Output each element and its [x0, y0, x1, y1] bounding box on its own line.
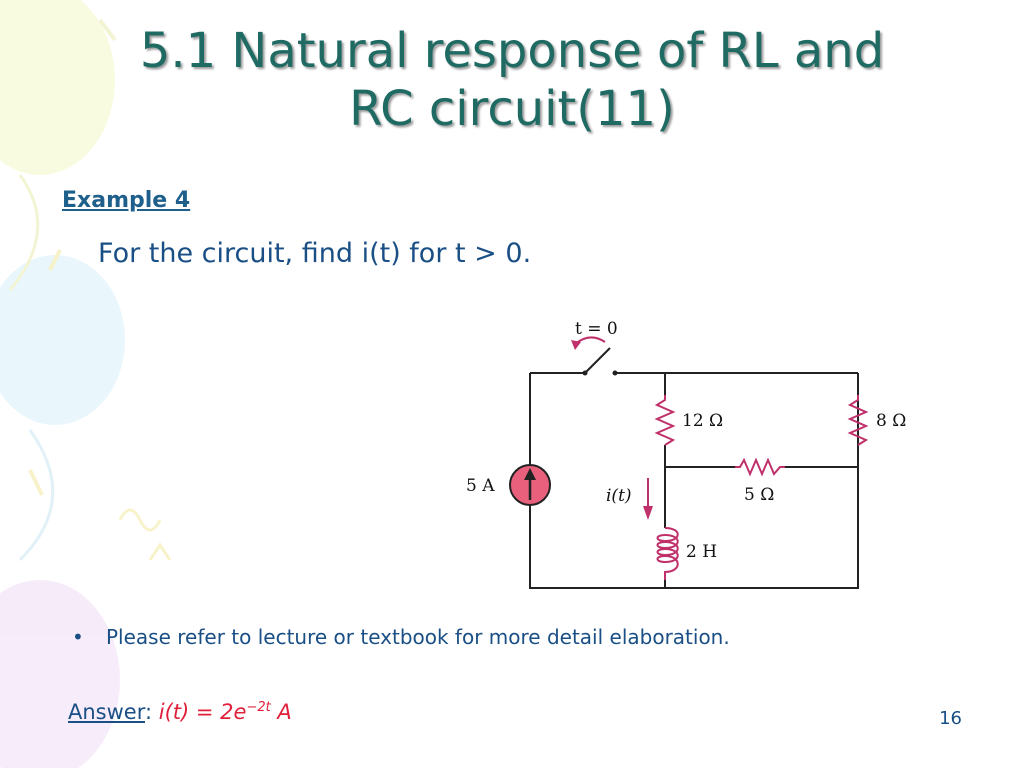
- answer-line: Answer: i(t) = 2e−2t A: [68, 700, 292, 724]
- current-source: [509, 464, 551, 506]
- page-number: 16: [939, 708, 962, 729]
- note-text: Please refer to lecture or textbook for …: [106, 625, 730, 649]
- current-label: i(t): [606, 486, 632, 506]
- bullet-icon: •: [72, 625, 84, 649]
- resistor-5-ohm: [735, 457, 785, 477]
- title-line-1: 5.1 Natural response of RL and: [139, 23, 885, 79]
- answer-separator: :: [144, 700, 153, 724]
- title-line-2: RC circuit(11): [349, 81, 675, 137]
- answer-unit: A: [270, 700, 292, 724]
- balloon-decoration: [0, 0, 172, 768]
- switch: [571, 336, 618, 376]
- r12-label: 12 Ω: [682, 411, 723, 431]
- inductor-label: 2 H: [686, 542, 717, 562]
- resistor-12-ohm: [654, 395, 676, 446]
- answer-value: i(t) = 2e−2t A: [159, 700, 292, 724]
- switch-label: t = 0: [575, 319, 618, 339]
- r8-label: 8 Ω: [876, 411, 906, 431]
- circuit-diagram: t = 0 5 A 12 Ω 8 Ω 5 Ω i(t) 2 H: [466, 319, 906, 589]
- inductor-2h: [656, 527, 679, 580]
- answer-label: Answer: [68, 700, 145, 724]
- answer-exponent: −2t: [246, 700, 271, 715]
- resistor-8-ohm: [847, 395, 869, 446]
- question-text: For the circuit, find i(t) for t > 0.: [98, 238, 532, 269]
- source-label: 5 A: [466, 476, 495, 496]
- current-arrow: [643, 478, 653, 520]
- example-heading: Example 4: [62, 188, 191, 213]
- note-bullet-item: • Please refer to lecture or textbook for…: [72, 625, 730, 649]
- slide-title: 5.1 Natural response of RL and RC circui…: [40, 22, 984, 138]
- answer-expression: i(t) = 2e: [158, 700, 247, 724]
- circuit-wires: [529, 372, 859, 589]
- r5-label: 5 Ω: [744, 485, 774, 505]
